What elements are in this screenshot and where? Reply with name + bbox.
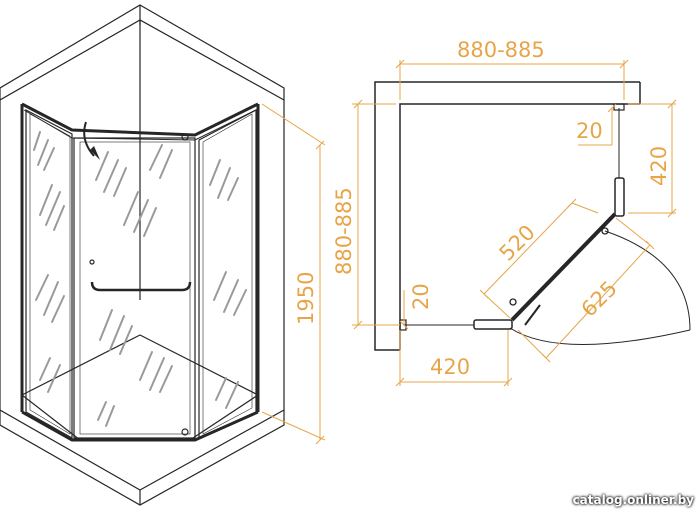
door-label: 520 [495,220,540,265]
plan-walls-outer [374,81,640,351]
plan-left-profile [473,319,513,330]
height-label: 1950 [294,272,318,325]
room-outline [0,4,285,506]
top-rail [21,102,259,137]
glass-reflection-pattern [33,131,247,427]
door-opening-arrow-icon [83,121,100,160]
isometric-view [0,4,285,506]
door-panel [73,137,196,439]
height-dimension [261,103,326,445]
plan-dimensions [352,59,677,387]
gap-left-label: 20 [409,283,433,310]
plan-walls-inner [399,103,640,350]
shower-tray [20,334,260,441]
watermark: catalog.onliner.by [572,493,694,507]
depth-left-label: 880-885 [332,187,356,275]
side-bottom-label: 420 [430,355,470,379]
left-side-panel [25,109,73,440]
width-top-label: 880-885 [457,38,545,62]
plan-right-profile [614,177,625,217]
plan-view [374,81,691,351]
door-handle [90,281,192,292]
right-side-panel [198,109,257,439]
gap-top-label: 20 [576,119,603,143]
bottom-rail [21,410,259,442]
side-top-label: 420 [647,146,671,186]
